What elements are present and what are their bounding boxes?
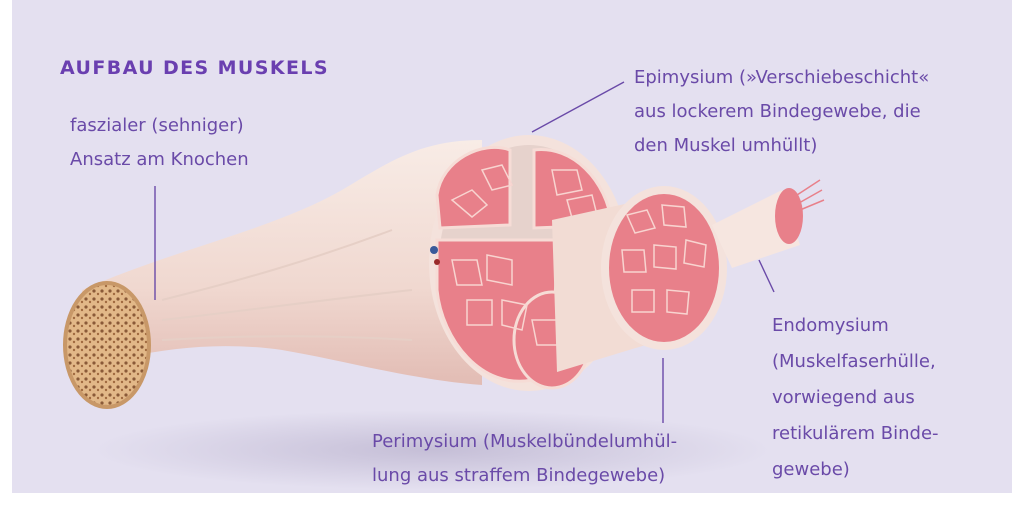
label-epimysium: Epimysium (»Verschiebeschicht« aus locke… [634,61,929,163]
leader-line-epimysium [532,82,624,132]
leader-line-endomysium [759,260,774,292]
label-perimysium-line-1: Perimysium (Muskelbündelumhül- [372,425,677,459]
label-endomysium-line-3: vorwiegend aus [772,380,939,416]
muscle-diagram-panel: AUFBAU DES MUSKELS faszialer (sehniger) … [12,0,1012,493]
label-endomysium-line-4: retikulärem Binde- [772,416,939,452]
label-endomysium-line-5: gewebe) [772,452,939,488]
label-ansatz-line-1: faszialer (sehniger) [70,109,249,143]
label-endomysium: Endomysium (Muskelfaserhülle, vorwiegend… [772,308,939,488]
label-endomysium-line-1: Endomysium [772,308,939,344]
diagram-title: AUFBAU DES MUSKELS [60,57,329,79]
label-epimysium-line-1: Epimysium (»Verschiebeschicht« [634,61,929,95]
label-perimysium: Perimysium (Muskelbündelumhül- lung aus … [372,425,677,493]
blood-vessel-red [434,259,440,265]
label-endomysium-line-2: (Muskelfaserhülle, [772,344,939,380]
blood-vessel-blue [430,246,438,254]
label-ansatz: faszialer (sehniger) Ansatz am Knochen [70,109,249,177]
bone-cross-section [65,283,149,407]
muscle-fiber-end [775,188,803,244]
label-epimysium-line-2: aus lockerem Bindegewebe, die [634,95,929,129]
label-epimysium-line-3: den Muskel umhüllt) [634,129,929,163]
label-ansatz-line-2: Ansatz am Knochen [70,143,249,177]
label-perimysium-line-2: lung aus straffem Bindegewebe) [372,459,677,493]
